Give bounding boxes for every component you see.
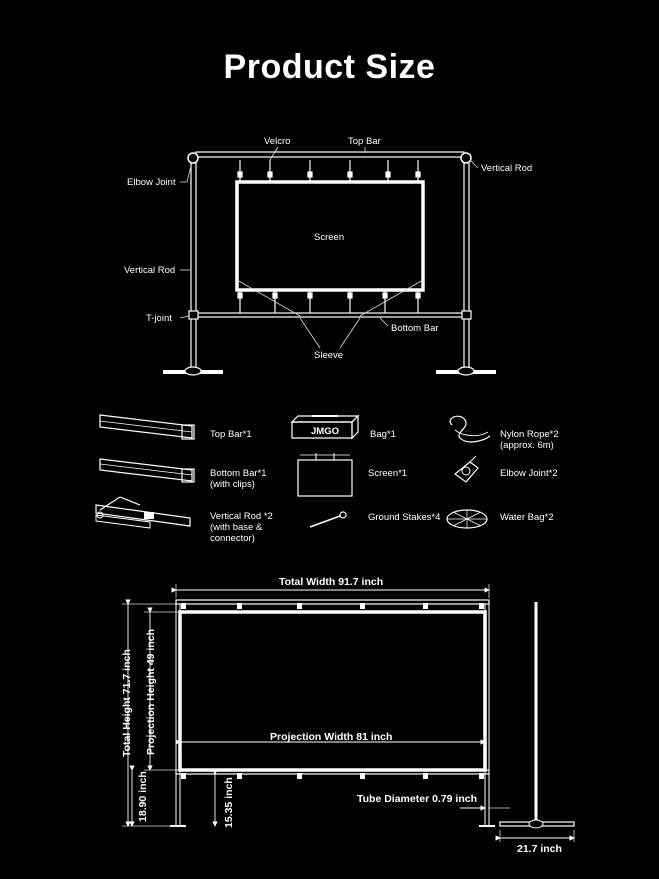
screen-label: Screen: [314, 232, 344, 243]
t-joint-left: [188, 310, 199, 320]
sleeve-label: Sleeve: [314, 350, 343, 361]
vertical-rod-right-label: Vertical Rod: [481, 163, 532, 174]
water-bag-part-label: Water Bag*2: [500, 512, 554, 523]
total-height-label: Total Height 71.7 inch: [121, 649, 133, 757]
elbow-joint-right: [460, 152, 472, 164]
top-bar: [195, 151, 465, 158]
elbow-joint-part-icon: [454, 455, 479, 483]
screen-part-label: Screen*1: [368, 468, 407, 479]
nylon-rope-icon: [449, 415, 491, 443]
tube-diameter-label: Tube Diameter 0.79 inch: [357, 793, 477, 805]
dimension-diagram: Total Width 91.7 inch Total Height 71.7 …: [121, 576, 575, 855]
projection-width-label: Projection Width 81 inch: [270, 731, 392, 743]
t-joint-label: T-joint: [146, 313, 172, 324]
projection-height-label: Projection Height 49 inch: [145, 629, 157, 755]
bottom-clearance-label: 18.90 inch: [137, 771, 149, 822]
vertical-rod-left-label: Vertical Rod: [124, 265, 175, 276]
velcro-label: Velcro: [264, 136, 290, 147]
dim-bottom-bar: [175, 769, 490, 775]
bottom-bar-label: Bottom Bar: [391, 323, 439, 334]
bottom-bar-part-sublabel: (with clips): [210, 479, 255, 490]
bottom-bar-part-icon: [99, 458, 195, 483]
base-width-label: 21.7 inch: [517, 843, 562, 855]
ground-stake-icon: [309, 511, 347, 528]
vertical-rod-right: [463, 159, 470, 371]
bag-brand-label: JMGO: [311, 426, 339, 437]
parts-list: Top Bar*1 Bottom Bar*1 (with clips) Vert…: [95, 414, 559, 544]
t-joint-right: [461, 310, 472, 320]
vertical-rod-part-sublabel-1: (with base &: [210, 522, 263, 533]
screen: [235, 180, 425, 292]
page-title: Product Size: [223, 48, 436, 86]
vertical-rod-left: [190, 159, 197, 371]
vertical-rod-part-sublabel-2: connector): [210, 533, 255, 544]
dim-top-bar: [175, 599, 490, 605]
vertical-rod-part-icon: [95, 496, 191, 529]
bottom-bar-part-label: Bottom Bar*1: [210, 468, 267, 479]
screen-part-icon: [297, 453, 353, 497]
bag-part-label: Bag*1: [370, 429, 396, 440]
total-width-label: Total Width 91.7 inch: [279, 576, 383, 588]
top-bar-label: Top Bar: [348, 136, 381, 147]
bag-part-icon: [290, 414, 360, 440]
ground-stakes-part-label: Ground Stakes*4: [368, 512, 440, 523]
nylon-rope-part-sublabel: (approx. 6m): [500, 440, 554, 451]
bottom-bar: [195, 312, 465, 318]
bar-height-label: 15.35 inch: [223, 777, 235, 828]
nylon-rope-part-label: Nylon Rope*2: [500, 429, 559, 440]
dim-screen: [178, 610, 487, 772]
elbow-joint-part-label: Elbow Joint*2: [500, 468, 558, 479]
top-bar-part-label: Top Bar*1: [210, 429, 252, 440]
top-bar-part-icon: [99, 414, 195, 440]
elbow-joint-label: Elbow Joint: [127, 177, 176, 188]
elbow-joint-left: [187, 152, 199, 164]
assembly-diagram: Velcro Top Bar Elbow Joint Vertical Rod …: [124, 136, 532, 376]
vertical-rod-part-label: Vertical Rod *2: [210, 511, 273, 522]
water-bag-icon: [446, 509, 488, 529]
